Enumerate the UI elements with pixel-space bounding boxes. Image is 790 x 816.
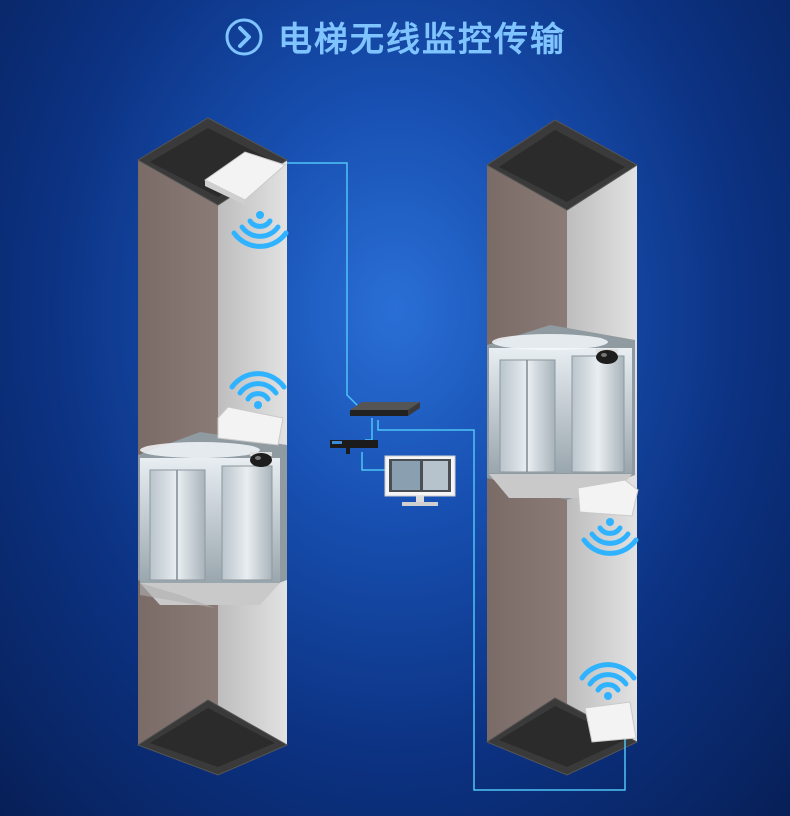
page-title: 电梯无线监控传输	[278, 20, 566, 60]
dome-camera-right	[596, 349, 618, 364]
wireless-bridge-car-right	[577, 479, 639, 517]
network-switch	[350, 402, 420, 416]
link-top-bridge-to-switch	[287, 162, 363, 411]
nvr-recorder	[330, 440, 378, 454]
title-bar: 电梯无线监控传输	[0, 12, 790, 61]
link-switch-to-nvr	[365, 418, 373, 441]
monitor	[384, 455, 456, 506]
link-nvr-to-monitor	[361, 452, 385, 471]
elevator-car-left	[138, 432, 287, 608]
wireless-bridge-top-left	[204, 151, 286, 205]
wireless-bridge-bottom-right	[584, 701, 637, 743]
chevron-right-circle-icon	[225, 18, 263, 55]
dome-camera-left	[250, 452, 272, 467]
link-switch-to-bottom-bridge	[377, 420, 626, 791]
elevator-car-right	[487, 325, 635, 500]
wireless-bridge-car-left	[217, 406, 284, 446]
wifi-signal-icon	[229, 211, 639, 700]
